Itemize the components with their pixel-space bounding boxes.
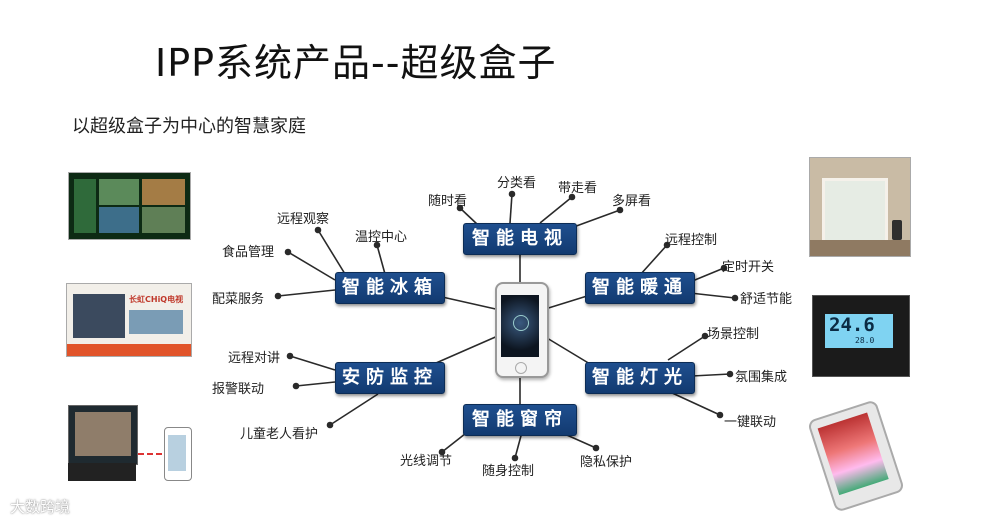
phone-screen: [501, 295, 539, 357]
smart-tv-ui-image: [68, 172, 191, 240]
thermostat-display: 24.6 28.0: [825, 314, 893, 348]
leaf-hvac-3: 舒适节能: [740, 292, 793, 307]
hub-smart-curtain: 智能窗帘: [463, 404, 577, 436]
leaf-fridge-2: 温控中心: [355, 230, 408, 245]
fridge-and-phone-image: [68, 405, 198, 483]
hub-smart-fridge: 智能冰箱: [335, 272, 445, 304]
leaf-curtain-2: 随身控制: [482, 464, 535, 479]
leaf-curtain-1: 光线调节: [400, 454, 453, 469]
leaf-hvac-1: 远程控制: [665, 233, 718, 248]
thermostat-main-reading: 24.6: [829, 314, 875, 336]
hub-smart-tv: 智能电视: [463, 223, 577, 255]
leaf-light-1: 场景控制: [707, 327, 760, 342]
leaf-fridge-1: 远程观察: [277, 212, 330, 227]
chiq-brand-text: 长虹CHiQ电视: [129, 295, 184, 304]
leaf-fridge-3: 食品管理: [222, 245, 275, 260]
leaf-light-2: 氛围集成: [735, 370, 788, 385]
page-subtitle: 以超级盒子为中心的智慧家庭: [72, 116, 306, 137]
hub-security: 安防监控: [335, 362, 445, 394]
leaf-tv-2: 分类看: [497, 176, 537, 191]
leaf-curtain-3: 隐私保护: [580, 455, 633, 470]
leaf-tv-3: 带走看: [558, 181, 598, 196]
thermostat-panel-image: 24.6 28.0: [812, 295, 910, 377]
leaf-tv-1: 随时看: [428, 194, 468, 209]
leaf-fridge-4: 配菜服务: [212, 292, 265, 307]
thermostat-sub-reading: 28.0: [855, 336, 875, 345]
leaf-security-2: 报警联动: [212, 382, 265, 397]
page-title: IPP系统产品--超级盒子: [155, 41, 557, 85]
leaf-tv-4: 多屏看: [612, 194, 652, 209]
leaf-light-3: 一键联动: [724, 415, 777, 430]
leaf-hvac-2: 定时开关: [722, 260, 775, 275]
leaf-security-1: 远程对讲: [228, 351, 281, 366]
hub-smart-hvac: 智能暖通: [585, 272, 695, 304]
room-window-image: [809, 157, 911, 257]
chiq-tv-ad-image: 长虹CHiQ电视: [66, 283, 192, 357]
hub-smart-light: 智能灯光: [585, 362, 695, 394]
leaf-security-3: 儿童老人看护: [240, 427, 319, 442]
smartphone-hub-image: [495, 282, 549, 378]
watermark-logo: 大数跨境: [10, 498, 71, 516]
